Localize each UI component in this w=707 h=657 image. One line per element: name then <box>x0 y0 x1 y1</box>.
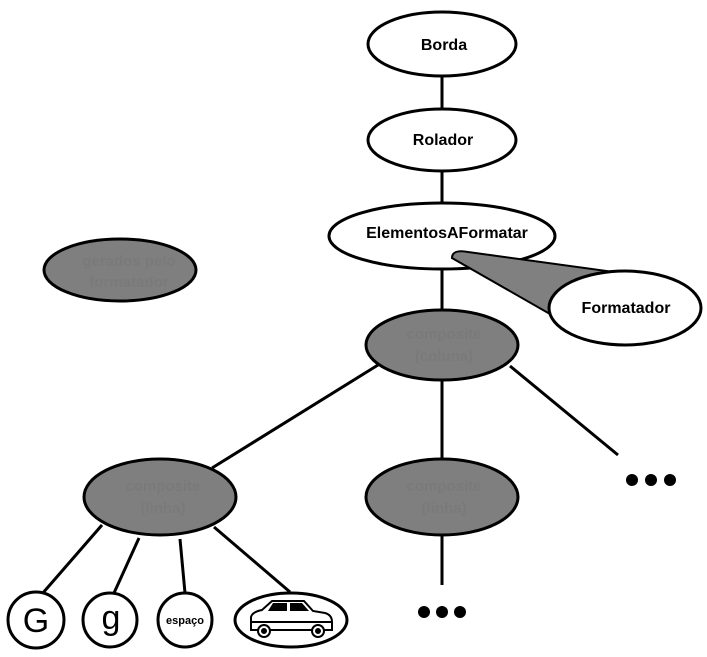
edge-coluna-linha-left <box>211 363 379 470</box>
ellipsis-dot <box>626 474 638 486</box>
node-composite-linha-mid-line2: (linha) <box>422 500 467 517</box>
node-borda-label: Borda <box>421 37 467 54</box>
legend-generated-node <box>42 237 198 303</box>
edge-linha-left-espaco <box>178 538 187 594</box>
node-elementos-a-formatar-label: ElementosAFormatar <box>366 225 528 242</box>
edges <box>40 75 619 595</box>
legend-generated-label-line2: formatador <box>89 274 168 291</box>
ellipsis-dot <box>418 606 430 618</box>
car-icon <box>250 600 333 638</box>
node-composite-coluna-line1: composite <box>406 326 481 343</box>
node-composite-linha-left-line1: composite <box>125 478 200 495</box>
node-rolador <box>366 107 518 173</box>
leaf-glyph-G-label: G <box>23 602 49 640</box>
ellipsis-dot <box>436 606 448 618</box>
node-composite-coluna-line2: (coluna) <box>415 348 473 365</box>
ellipsis-dot <box>454 606 466 618</box>
edge-linha-left-car <box>213 525 291 594</box>
node-composite-linha-left-line2: (linha) <box>141 500 186 517</box>
ellipsis-dot <box>664 474 676 486</box>
ellipsis-dot <box>645 474 657 486</box>
ellipsis-linha-mid-more <box>418 606 466 618</box>
edge-linha-left-G <box>40 524 104 595</box>
leaf-glyph-espaco-label: espaço <box>166 615 204 627</box>
node-rolador-label: Rolador <box>413 132 473 149</box>
node-composite-linha-mid-line1: composite <box>406 478 481 495</box>
node-composite-linha-left <box>82 457 238 537</box>
legend-generated-label-line1: gerados pelo <box>82 253 175 270</box>
ellipsis-coluna-more <box>626 474 676 486</box>
edge-coluna-more <box>509 364 619 457</box>
node-composite-coluna <box>364 308 520 382</box>
node-formatador <box>547 269 703 347</box>
edge-linha-left-g <box>112 537 141 594</box>
leaf-glyph-g <box>81 591 139 649</box>
node-borda <box>366 10 518 78</box>
node-composite-linha-mid <box>364 457 520 537</box>
node-formatador-label: Formatador <box>582 300 671 317</box>
leaf-glyph-g-label: g <box>102 599 121 637</box>
node-elementos-a-formatar <box>327 201 557 271</box>
leaf-glyph-G <box>6 590 66 650</box>
leaf-glyph-espaco <box>156 591 214 649</box>
